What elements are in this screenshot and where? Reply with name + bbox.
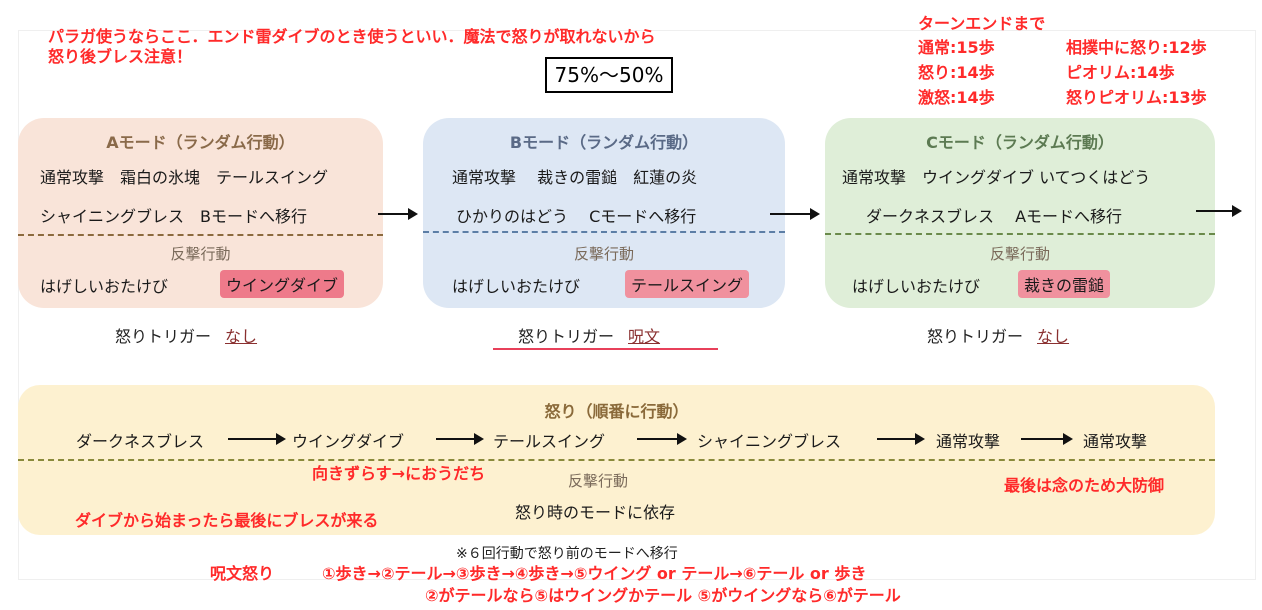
mode-c-counter-1: はげしいおたけび <box>852 277 981 296</box>
mode-b-actions-row1: 通常攻撃 裁きの雷鎚 紅蓮の炎 <box>452 168 698 187</box>
mode-c-divider <box>825 233 1215 235</box>
mode-b-counter-2: テールスイング <box>625 270 750 298</box>
anger-arrow-5 <box>1021 433 1073 445</box>
bottom-note-line2: ②がテールなら⑤はウイングかテール ⑤がウイングなら⑥がテール <box>425 586 901 605</box>
mode-c-title: Cモード（ランダム行動） <box>926 133 1114 152</box>
anger-step-6: 通常攻撃 <box>1083 432 1148 451</box>
mode-b-trigger-label: 怒りトリガー <box>518 327 615 346</box>
mode-b-title: Bモード（ランダム行動） <box>509 133 699 152</box>
anger-step-3: テールスイング <box>493 432 606 451</box>
turn-end-row-2-left: 怒り:14歩 <box>918 63 995 82</box>
turn-end-row-1-right: 相撲中に怒り:12歩 <box>1066 38 1207 57</box>
anger-note-face: 向きずらす→におうだち <box>312 464 486 483</box>
mode-b-counter-label: 反撃行動 <box>573 245 634 263</box>
mode-b-divider <box>423 231 785 233</box>
mode-a-divider <box>18 234 383 236</box>
turn-end-row-2-right: ピオリム:14歩 <box>1066 63 1175 82</box>
arrow-b-to-c <box>770 208 820 220</box>
mode-c-counter-label: 反撃行動 <box>989 245 1050 263</box>
mode-a-title: Aモード（ランダム行動） <box>106 133 295 152</box>
top-note-line1: パラガ使うならここ．エンド雷ダイブのとき使うといい．魔法で怒りが取れないから <box>48 27 656 46</box>
diagram-frame <box>18 30 1256 580</box>
anger-step-2: ウイングダイブ <box>292 432 405 451</box>
mode-c-counter-2: 裁きの雷鎚 <box>1018 270 1111 298</box>
anger-step-5: 通常攻撃 <box>936 432 1001 451</box>
mode-c-actions-row2: ダークネスブレス Aモードへ移行 <box>866 207 1123 226</box>
anger-note-guard: 最後は念のため大防御 <box>1004 476 1165 495</box>
anger-counter-value: 怒り時のモードに依存 <box>515 503 676 522</box>
bottom-note-line1: ①歩き→②テール→③歩き→④歩き→⑤ウイング or テール→⑥テール or 歩き <box>322 564 867 583</box>
mode-a-trigger-value: なし <box>225 327 258 346</box>
anger-divider <box>18 459 1215 461</box>
mode-a-counter-2: ウイングダイブ <box>220 270 345 298</box>
anger-title: 怒り（順番に行動） <box>544 402 689 421</box>
mode-b-trigger: 怒りトリガー呪文 <box>518 323 660 347</box>
mode-c-trigger-label: 怒りトリガー <box>927 327 1024 346</box>
turn-end-title: ターンエンドまで <box>918 14 1046 33</box>
mode-a-actions-row2: シャイニングブレス Bモードへ移行 <box>40 207 307 226</box>
mode-c-trigger-value: なし <box>1037 327 1070 346</box>
top-note-line2: 怒り後ブレス注意！ <box>48 47 193 66</box>
anger-arrow-4 <box>877 433 925 445</box>
mode-a-trigger-label: 怒りトリガー <box>115 327 212 346</box>
mode-a-trigger: 怒りトリガーなし <box>115 323 257 347</box>
turn-end-row-3-right: 怒りピオリム:13歩 <box>1066 88 1207 107</box>
anger-note-breath: ダイブから始まったら最後にブレスが来る <box>75 511 379 530</box>
mode-b-trigger-value: 呪文 <box>628 327 661 346</box>
mode-b-counter-1: はげしいおたけび <box>452 277 581 296</box>
anger-arrow-2 <box>436 433 484 445</box>
mode-c-trigger: 怒りトリガーなし <box>927 323 1069 347</box>
anger-arrow-3 <box>637 433 687 445</box>
arrow-a-to-b <box>378 208 418 220</box>
hp-range-box: 75%〜50% <box>545 57 673 93</box>
turn-end-row-1-left: 通常:15歩 <box>918 38 995 57</box>
mode-b-trigger-underline <box>493 348 718 350</box>
anger-step-1: ダークネスブレス <box>76 432 205 451</box>
anger-arrow-1 <box>228 433 286 445</box>
mode-c-actions-row1: 通常攻撃 ウイングダイブ いてつくはどう <box>842 168 1151 187</box>
mode-a-counter-label: 反撃行動 <box>170 245 231 263</box>
anger-counter-label: 反撃行動 <box>568 472 629 490</box>
mode-a-actions-row1: 通常攻撃 霜白の氷塊 テールスイング <box>40 168 329 187</box>
arrow-c-to-a <box>1196 205 1242 217</box>
mode-a-counter-1: はげしいおたけび <box>40 277 169 296</box>
mode-b-actions-row2: ひかりのはどう Cモードへ移行 <box>456 207 697 226</box>
anger-step-4: シャイニングブレス <box>697 432 842 451</box>
footnote: ※６回行動で怒り前のモードへ移行 <box>456 546 678 562</box>
turn-end-row-3-left: 激怒:14歩 <box>918 88 995 107</box>
bottom-note-label: 呪文怒り <box>210 564 275 583</box>
